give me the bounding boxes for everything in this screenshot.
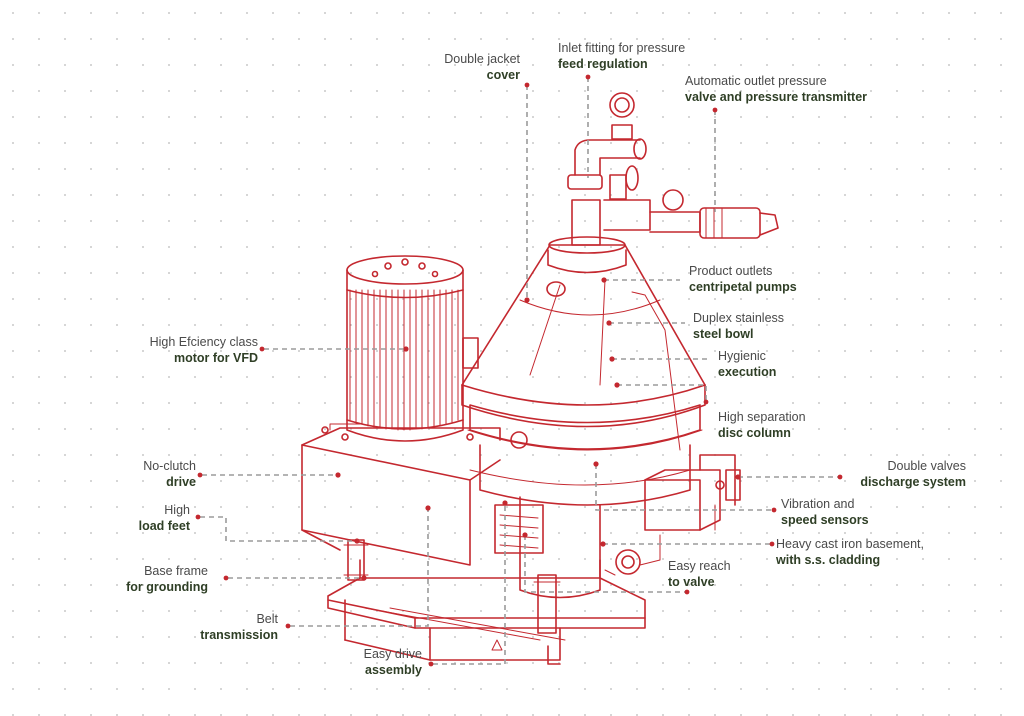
dot-no-clutch-end (335, 472, 341, 478)
dot-hygienic (609, 356, 615, 362)
label-double-valves: Double valves discharge system (826, 458, 966, 490)
leader-disc-column (617, 384, 707, 400)
label-double-valves-line2: discharge system (860, 475, 966, 489)
dot-load-feet (195, 514, 201, 520)
load-feet (343, 539, 561, 634)
label-easy-reach-line2: to valve (668, 575, 715, 589)
motor (346, 255, 479, 442)
label-cast-iron-line1: Heavy cast iron basement, (776, 537, 924, 551)
nameplate (494, 504, 544, 554)
label-vibration: Vibration and speed sensors (781, 496, 869, 528)
dot-belt (285, 623, 291, 629)
label-no-clutch-line1: No-clutch (143, 459, 196, 473)
leader-belt (290, 510, 429, 627)
label-disc-column: High separation disc column (718, 409, 806, 441)
label-load-feet: High load feet (90, 502, 190, 534)
dot-double-valves-end (837, 474, 843, 480)
label-hygienic: Hygienic execution (718, 348, 776, 380)
label-duplex-bowl: Duplex stainless steel bowl (693, 310, 784, 342)
label-double-jacket-line2: cover (486, 68, 520, 82)
dot-base-frame (223, 575, 229, 581)
dot-double-jacket-end (524, 297, 530, 303)
label-belt-line2: transmission (200, 628, 278, 642)
callout-leaders (195, 74, 843, 667)
dot-disc-column-end (703, 399, 709, 405)
dot-load-feet-end (354, 538, 360, 544)
label-load-feet-line2: load feet (138, 519, 190, 533)
label-disc-column-line1: High separation (718, 410, 806, 424)
label-easy-drive-line2: assembly (365, 663, 422, 677)
dot-base-frame-end (361, 575, 367, 581)
label-easy-reach-line1: Easy reach (668, 559, 731, 573)
dot-easy-reach (522, 532, 528, 538)
label-hygienic-line1: Hygienic (718, 349, 766, 363)
label-motor: High Efciency class motor for VFD (98, 334, 258, 366)
label-vibration-line2: speed sensors (781, 513, 869, 527)
label-easy-drive-line1: Easy drive (363, 647, 422, 661)
discharge-valves (644, 454, 741, 531)
dot-vibration-end (771, 507, 777, 513)
drain-valve (510, 431, 661, 576)
label-base-frame: Base frame for grounding (88, 563, 208, 595)
dot-motor (259, 346, 265, 352)
label-no-clutch: No-clutch drive (96, 458, 196, 490)
dot-double-jacket (524, 82, 530, 88)
label-double-valves-line1: Double valves (887, 459, 966, 473)
label-load-feet-line1: High (164, 503, 190, 517)
label-belt-line1: Belt (256, 612, 278, 626)
dot-inlet (585, 74, 591, 80)
dot-double-valves (735, 474, 741, 480)
dot-product-outlets (601, 277, 607, 283)
label-motor-line1: High Efciency class (149, 335, 258, 349)
label-vibration-line1: Vibration and (781, 497, 855, 511)
label-duplex-bowl-line1: Duplex stainless (693, 311, 785, 325)
label-inlet-fitting: Inlet fitting for pressure feed regulati… (558, 40, 685, 72)
dot-cast-iron (600, 541, 606, 547)
label-belt: Belt transmission (158, 611, 278, 643)
label-base-frame-line1: Base frame (144, 564, 208, 578)
label-inlet-fitting-line1: Inlet fitting for pressure (558, 41, 686, 55)
dot-easy-drive (428, 661, 434, 667)
label-auto-outlet-line1: Automatic outlet pressure (685, 74, 827, 88)
piping (567, 92, 779, 246)
dot-disc-column (614, 382, 620, 388)
label-disc-column-line2: disc column (718, 426, 791, 440)
label-easy-drive: Easy drive assembly (302, 646, 422, 678)
dot-easy-drive-end (502, 500, 508, 506)
label-auto-outlet-line2: valve and pressure transmitter (685, 90, 868, 104)
label-base-frame-line2: for grounding (126, 580, 208, 594)
dot-belt-end (425, 505, 431, 511)
label-inlet-fitting-line2: feed regulation (558, 57, 648, 71)
label-product-outlets: Product outlets centripetal pumps (689, 263, 797, 295)
label-cast-iron: Heavy cast iron basement, with s.s. clad… (776, 536, 924, 568)
dot-motor-end (403, 346, 409, 352)
centrifugal-separator-drawing (301, 92, 779, 665)
label-hygienic-line2: execution (718, 365, 777, 379)
dot-outlet-valve (712, 107, 718, 113)
leader-load-feet (200, 516, 356, 542)
label-easy-reach: Easy reach to valve (668, 558, 731, 590)
label-auto-outlet: Automatic outlet pressure valve and pres… (685, 73, 867, 105)
label-double-jacket: Double jacket cover (400, 51, 520, 83)
label-product-outlets-line2: centripetal pumps (689, 280, 797, 294)
label-double-jacket-line1: Double jacket (444, 52, 520, 66)
dot-easy-reach-end (684, 589, 690, 595)
leader-easy-reach (524, 535, 685, 593)
leader-vibration (595, 464, 772, 511)
label-duplex-bowl-line2: steel bowl (693, 327, 754, 341)
label-no-clutch-line2: drive (166, 475, 196, 489)
label-cast-iron-line2: with s.s. cladding (776, 553, 881, 567)
dot-no-clutch (197, 472, 203, 478)
dot-duplex-bowl (606, 320, 612, 326)
label-product-outlets-line1: Product outlets (689, 264, 773, 278)
dot-cast-iron-end (769, 541, 775, 547)
separator-bowl (461, 384, 706, 599)
dot-vibration (593, 461, 599, 467)
leader-easy-drive (433, 505, 506, 665)
label-motor-line2: motor for VFD (173, 351, 258, 365)
